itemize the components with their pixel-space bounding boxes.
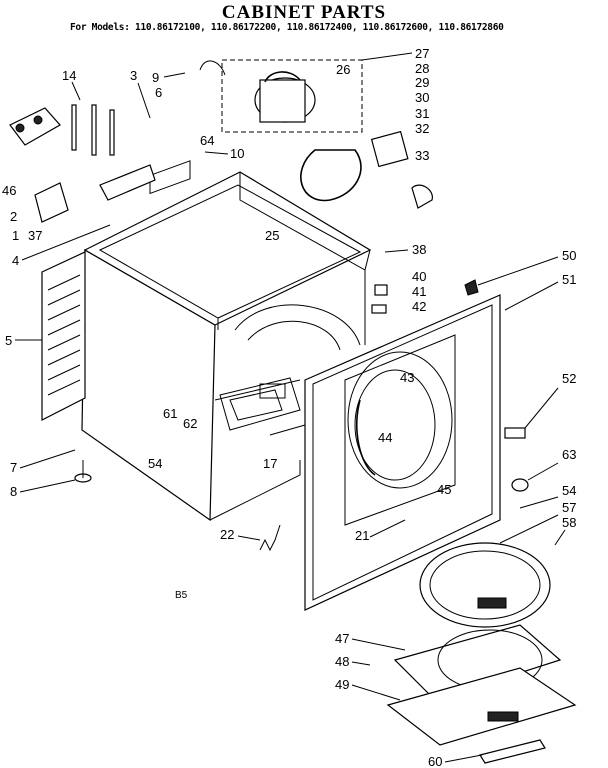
door-panel [386,667,577,746]
callout-51: 51 [562,272,576,287]
callout-37: 37 [28,228,42,243]
callout-2: 2 [10,209,17,224]
callout-50: 50 [562,248,576,263]
callout-38: 38 [412,242,426,257]
callout-26: 26 [336,62,350,77]
front-panel [304,294,501,611]
callout-54-right: 54 [562,483,576,498]
callout-52: 52 [562,371,576,386]
callout-44: 44 [378,430,392,445]
callout-27: 27 [415,46,429,61]
callout-21: 21 [355,528,369,543]
callout-43: 43 [400,370,414,385]
callout-40: 40 [412,269,426,284]
drive-belt [300,149,362,202]
callout-57: 57 [562,500,576,515]
callout-46: 46 [2,183,16,198]
leveling-leg [74,460,92,483]
callout-41: 41 [412,284,426,299]
side-panel [41,251,86,421]
model-list: For Models: 110.86172100, 110.86172200, … [70,22,504,33]
callout-47: 47 [335,631,349,646]
callout-30: 30 [415,90,429,105]
callout-33: 33 [415,148,429,163]
callout-4: 4 [12,253,19,268]
callout-64: 64 [200,133,214,148]
door-seal [419,542,551,628]
footer-code: B5 [175,590,188,601]
door-handle [479,739,546,764]
callout-58: 58 [562,515,576,530]
callout-28: 28 [415,61,429,76]
callout-9: 9 [152,70,159,85]
callout-1: 1 [12,228,19,243]
callout-49: 49 [335,677,349,692]
callouts: 14 3 9 26 27 28 29 30 31 32 33 46 6 64 1… [2,46,576,768]
callout-25: 25 [265,228,279,243]
small-parts-left [9,104,156,223]
callout-7: 7 [10,460,17,475]
callout-48: 48 [335,654,349,669]
callout-31: 31 [415,106,429,121]
door-spring [259,524,281,552]
callout-45: 45 [437,482,451,497]
callout-3: 3 [130,68,137,83]
callout-62: 62 [183,416,197,431]
small-parts-right [370,130,529,492]
motor-assembly [199,59,363,133]
callout-42: 42 [412,299,426,314]
callout-63: 63 [562,447,576,462]
callout-22: 22 [220,527,234,542]
callout-17: 17 [263,456,277,471]
callout-8: 8 [10,484,17,499]
callout-6-top: 6 [155,85,162,100]
diagram-title: CABINET PARTS [221,2,387,23]
callout-54-left: 54 [148,456,162,471]
callout-14: 14 [62,68,76,83]
cabinet-body [81,160,372,522]
callout-60: 60 [428,754,442,768]
callout-5: 5 [5,333,12,348]
callout-29: 29 [415,75,429,90]
callout-61: 61 [163,406,177,421]
callout-32: 32 [415,121,429,136]
callout-10: 10 [230,146,244,161]
